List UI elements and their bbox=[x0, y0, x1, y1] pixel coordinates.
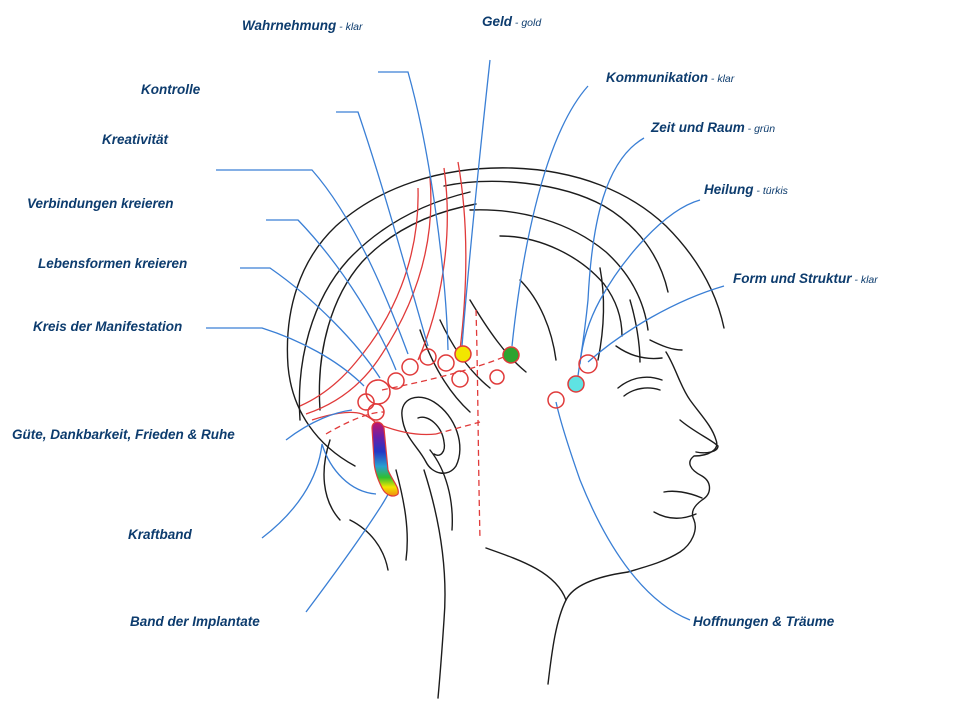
hair-strand bbox=[395, 469, 408, 561]
point-zeit-und-raum-green bbox=[502, 346, 520, 364]
leader-form-und-struktur bbox=[587, 285, 725, 363]
label-kraftband: Kraftband bbox=[128, 527, 192, 542]
hair-strand bbox=[323, 439, 341, 521]
point-kreativitaet bbox=[401, 358, 419, 376]
hair-strand bbox=[318, 203, 477, 411]
dashed-line bbox=[475, 309, 481, 541]
leader-geld bbox=[461, 59, 491, 347]
mouth-line bbox=[663, 490, 703, 499]
point-heilung-turquoise bbox=[567, 375, 585, 393]
leader-band-der-implantate bbox=[305, 485, 393, 613]
hair-strand bbox=[519, 279, 557, 361]
leader-lines bbox=[206, 59, 725, 621]
kraftband-rainbow bbox=[371, 421, 399, 497]
dashed-line bbox=[381, 351, 517, 391]
leader-kommunikation bbox=[511, 85, 589, 347]
leader-guete bbox=[285, 409, 353, 441]
leader-kraftband bbox=[261, 443, 377, 539]
label-kontrolle: Kontrolle bbox=[141, 82, 201, 97]
ear-line bbox=[401, 396, 461, 474]
hair-strand bbox=[298, 191, 471, 421]
label-zeit-und-raum: Zeit und Raum - grün bbox=[651, 120, 776, 135]
hair-strand bbox=[597, 267, 605, 361]
nose-line bbox=[679, 419, 719, 454]
leader-kontrolle bbox=[336, 111, 429, 347]
point-wahrnehmung bbox=[437, 354, 455, 372]
lip-line bbox=[653, 511, 697, 519]
label-band-der-implantate: Band der Implantate bbox=[130, 614, 260, 629]
leader-kreis bbox=[206, 327, 365, 387]
leader-hoffnungen bbox=[555, 401, 691, 621]
leader-kreativitaet bbox=[216, 169, 409, 355]
label-verbindungen-kreieren: Verbindungen kreieren bbox=[27, 196, 174, 211]
label-kommunikation: Kommunikation - klar bbox=[606, 70, 735, 85]
skull-back-line bbox=[286, 167, 725, 467]
eyelid-line bbox=[623, 387, 661, 397]
dashed-line bbox=[435, 421, 481, 435]
point-verbindungen bbox=[387, 372, 405, 390]
point-kommunikation bbox=[451, 370, 469, 388]
head-outline bbox=[286, 167, 725, 699]
hair-strand bbox=[469, 209, 649, 331]
point-hoffnungen bbox=[547, 391, 565, 409]
label-lebensformen-kreieren: Lebensformen kreieren bbox=[38, 256, 188, 271]
hair-strand bbox=[469, 299, 527, 373]
label-kreativitaet: Kreativität bbox=[102, 132, 169, 147]
neck-back-line bbox=[423, 469, 446, 699]
point-kreis bbox=[357, 393, 375, 411]
energy-line bbox=[305, 177, 432, 415]
hair-strand bbox=[615, 345, 663, 360]
label-form-und-struktur: Form und Struktur - klar bbox=[733, 271, 878, 286]
hair-strand bbox=[629, 299, 641, 363]
hair-strand bbox=[429, 449, 454, 531]
neck-front-line bbox=[485, 547, 567, 601]
energy-line bbox=[311, 411, 381, 431]
label-kreis-der-manifestation: Kreis der Manifestation bbox=[33, 319, 183, 334]
label-heilung: Heilung - türkis bbox=[704, 182, 788, 197]
leader-lebensformen bbox=[240, 267, 381, 379]
energy-line bbox=[299, 187, 419, 407]
point-guete bbox=[367, 403, 385, 421]
leader-wahrnehmung bbox=[378, 71, 449, 351]
label-wahrnehmung: Wahrnehmung - klar bbox=[242, 18, 363, 33]
leader-heilung bbox=[579, 199, 701, 365]
leader-verbindungen bbox=[266, 219, 397, 371]
hair-strand bbox=[349, 519, 389, 571]
hair-strand bbox=[499, 235, 623, 337]
point-kontrolle bbox=[419, 348, 437, 366]
point-dashed-end bbox=[489, 369, 505, 385]
point-lebensformen bbox=[365, 379, 391, 405]
point-form-und-struktur bbox=[578, 354, 598, 374]
label-hoffnungen-traeume: Hoffnungen & Träume bbox=[693, 614, 835, 629]
energy-lines bbox=[299, 161, 467, 436]
hair-strand bbox=[443, 180, 669, 293]
hair-strand bbox=[649, 339, 683, 351]
point-geld-gold bbox=[454, 345, 472, 363]
eye-line bbox=[617, 376, 663, 389]
energy-points bbox=[357, 348, 598, 421]
label-guete-dankbarkeit: Güte, Dankbarkeit, Frieden & Ruhe bbox=[12, 427, 235, 442]
energy-line bbox=[457, 161, 467, 351]
energy-dashed-lines bbox=[325, 309, 517, 541]
ear-inner-line bbox=[417, 416, 446, 456]
energy-line bbox=[377, 423, 437, 436]
label-geld: Geld - gold bbox=[482, 14, 542, 29]
face-profile-line bbox=[627, 351, 718, 573]
